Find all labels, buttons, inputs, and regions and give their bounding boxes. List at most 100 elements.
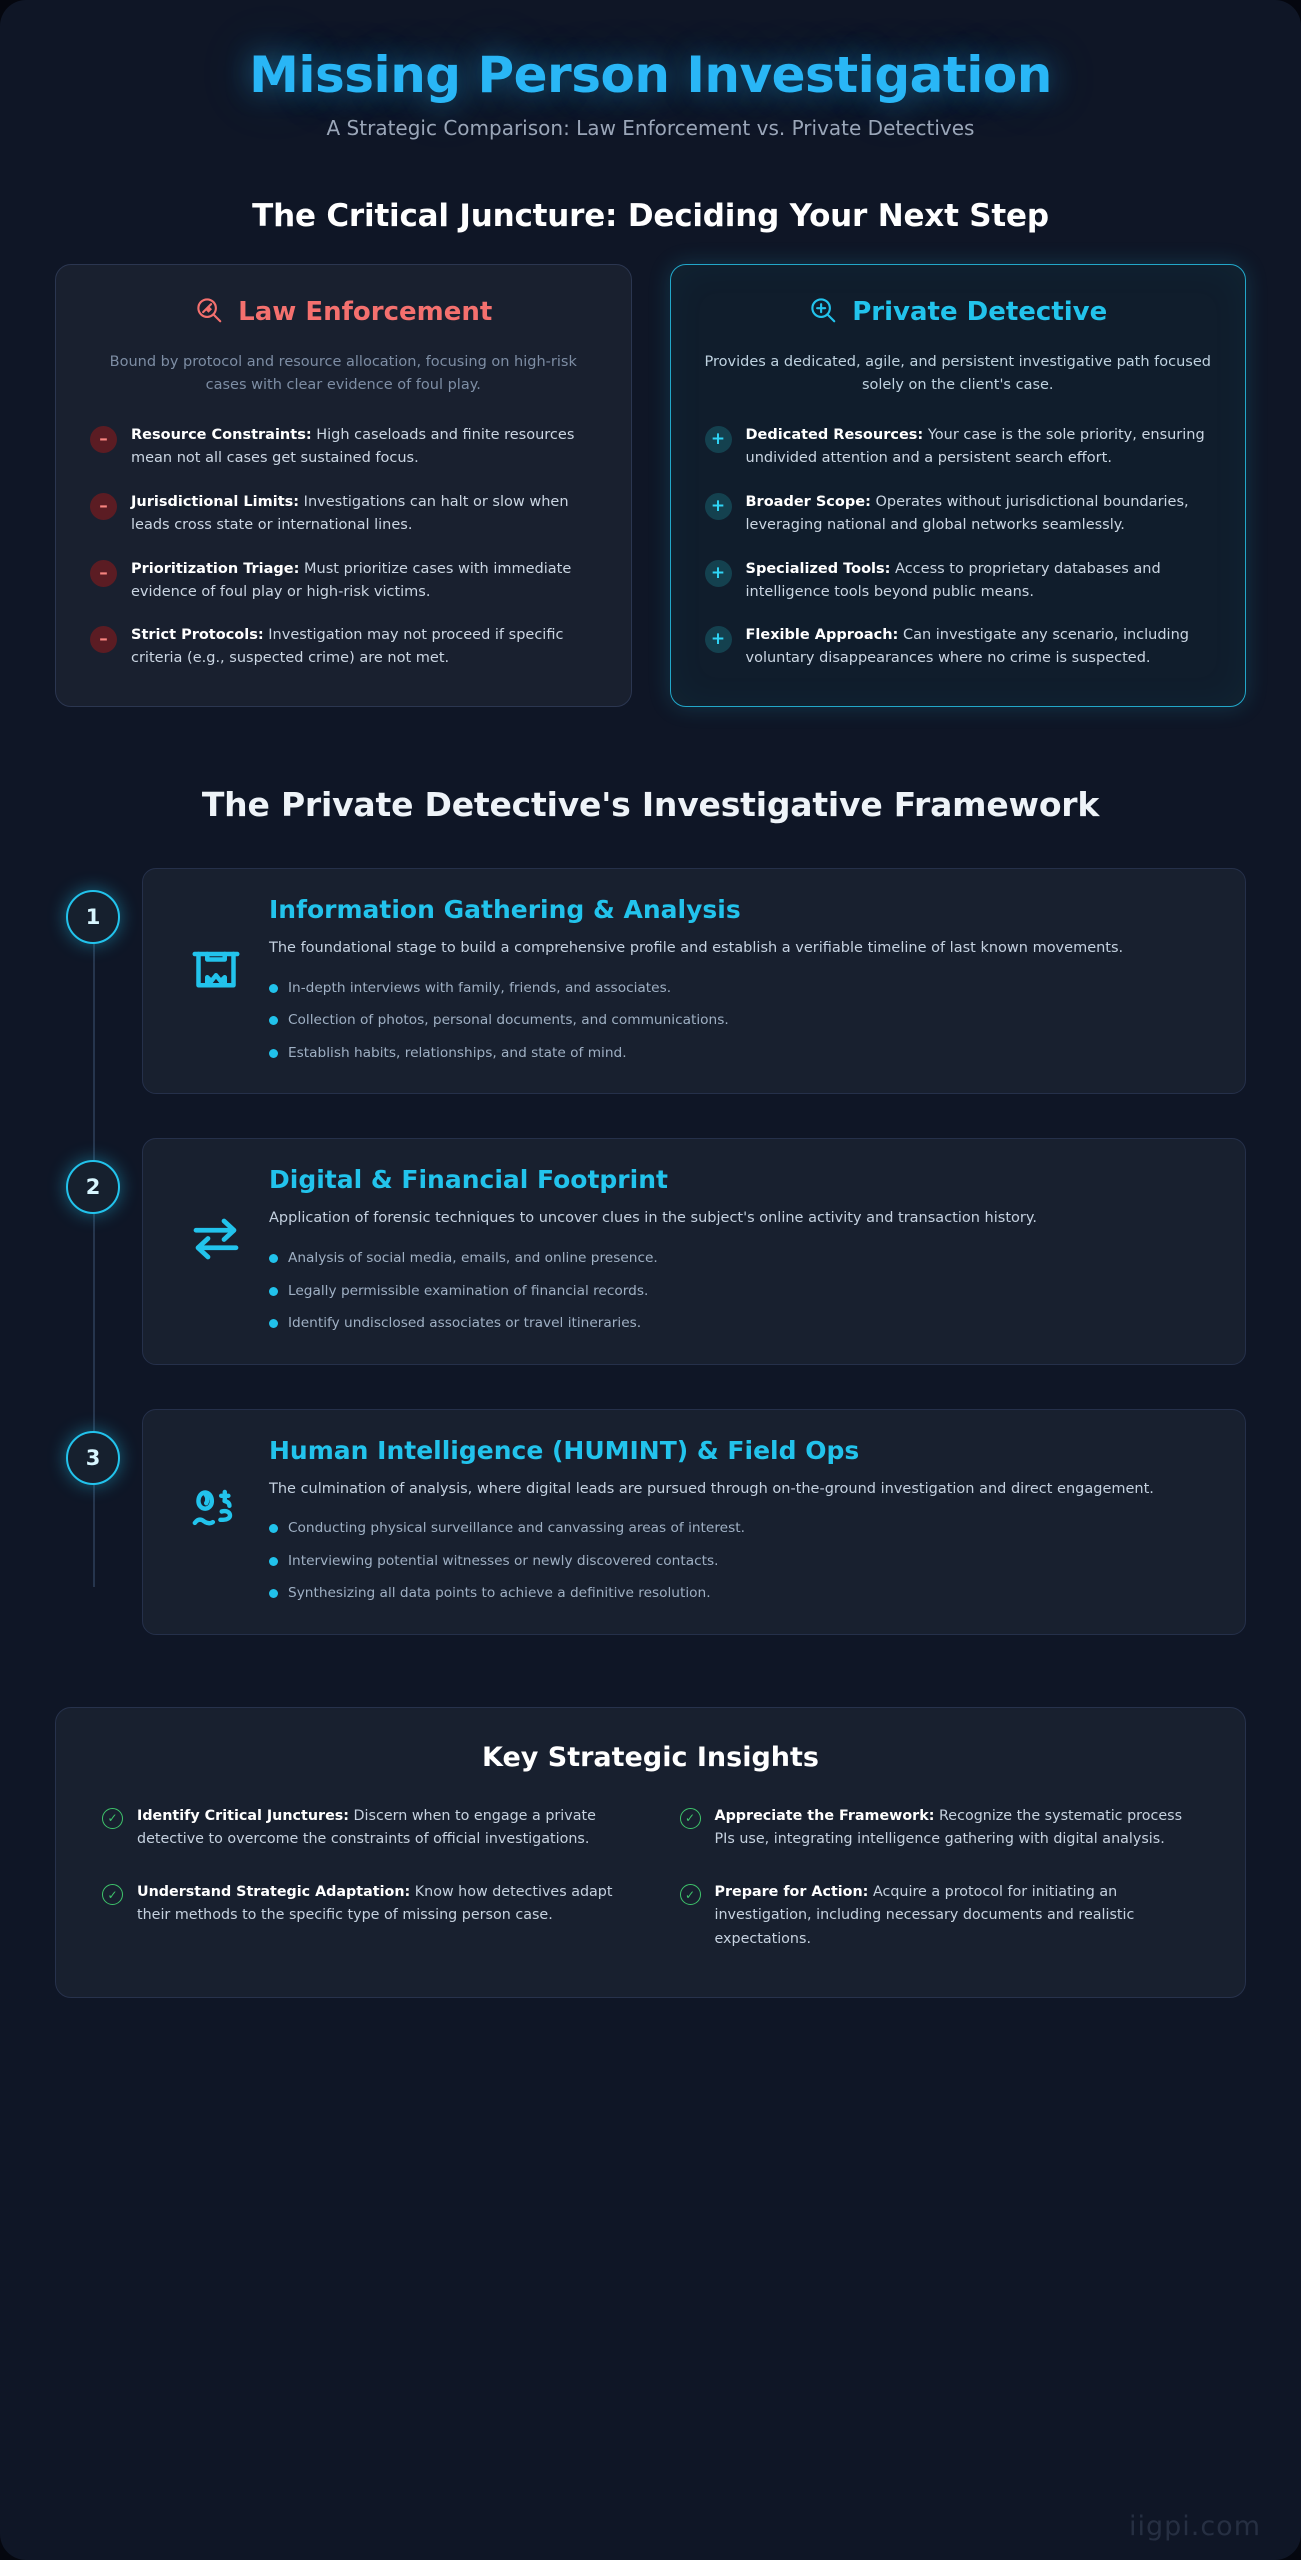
law-enforcement-header: Law Enforcement [90, 295, 597, 329]
minus-circle-icon: – [90, 626, 117, 654]
law-enforcement-title: Law Enforcement [238, 297, 493, 327]
minus-circle-icon: – [90, 492, 117, 520]
list-item: – Prioritization Triage: Must prioritize… [90, 558, 597, 604]
comparison-section: Law Enforcement Bound by protocol and re… [0, 264, 1301, 708]
insight-text: Recognize the systematic process PIs use… [714, 1807, 1183, 1848]
bullet-dot-icon [269, 983, 278, 993]
private-detective-header: Private Detective [705, 295, 1212, 329]
bullet-text: Synthesizing all data points to achieve … [288, 1585, 711, 1602]
list-item: – Strict Protocols: Investigation may no… [90, 624, 597, 670]
step-body: Human Intelligence (HUMINT) & Field Ops … [263, 1436, 1215, 1604]
point-label: Resource Constraints: [131, 426, 312, 443]
point-label: Specialized Tools: [745, 560, 891, 577]
insight-label: Identify Critical Junctures: [137, 1807, 349, 1824]
private-detective-title: Private Detective [852, 297, 1108, 327]
list-item: – Jurisdictional Limits: Investigations … [90, 491, 597, 537]
timeline-rail [93, 902, 95, 1587]
point-label: Prioritization Triage: [131, 560, 300, 577]
list-item: Interviewing potential witnesses or newl… [269, 1551, 1215, 1572]
step-title: Information Gathering & Analysis [269, 895, 741, 925]
list-item: Establish habits, relationships, and sta… [269, 1043, 1215, 1064]
plus-circle-icon: + [704, 626, 732, 654]
step-description: Application of forensic techniques to un… [269, 1210, 1037, 1227]
bullet-dot-icon [269, 1589, 278, 1599]
plus-circle-icon: + [704, 492, 732, 520]
insight-text: Know how detectives adapt their methods … [137, 1884, 613, 1924]
bullet-text: Collection of photos, personal documents… [288, 1012, 729, 1029]
point-label: Strict Protocols: [131, 627, 264, 644]
bullet-dot-icon [269, 1048, 278, 1058]
step-body: Information Gathering & Analysis The fou… [263, 895, 1215, 1063]
list-item: + Broader Scope: Operates without jurisd… [704, 491, 1212, 537]
list-item: – Resource Constraints: High caseloads a… [90, 424, 597, 470]
bullet-text: Interviewing potential witnesses or newl… [288, 1552, 719, 1569]
bullet-dot-icon [269, 1016, 278, 1026]
two-people-icon [173, 1436, 259, 1542]
step-title: Digital & Financial Footprint [269, 1165, 668, 1195]
point-text: Investigation may not proceed if specifi… [131, 627, 564, 667]
point-label: Broader Scope: [745, 493, 871, 510]
point-text: Your case is the sole priority, ensuring… [745, 426, 1205, 466]
bullet-text: Establish habits, relationships, and sta… [288, 1044, 627, 1061]
bullet-text: Legally permissible examination of finan… [288, 1282, 649, 1299]
plus-circle-icon: + [704, 425, 732, 453]
list-item: + Flexible Approach: Can investigate any… [704, 624, 1212, 670]
insights-heading: Key Strategic Insights [482, 1741, 819, 1773]
step-number: 1 [66, 890, 120, 945]
point-label: Jurisdictional Limits: [131, 493, 300, 510]
minus-circle-icon: – [90, 559, 117, 587]
bullet-text: Analysis of social media, emails, and on… [288, 1250, 658, 1267]
insight-text: Discern when to engage a private detecti… [137, 1807, 596, 1848]
insight-item: ✓ Understand Strategic Adaptation: Know … [102, 1881, 622, 1950]
bullet-dot-icon [269, 1556, 278, 1566]
point-text: Investigations can halt or slow when lea… [131, 493, 569, 533]
private-detective-description: Provides a dedicated, agile, and persist… [704, 354, 1211, 394]
key-insights-section: Key Strategic Insights ✓ Identify Critic… [55, 1706, 1246, 1998]
check-circle-icon: ✓ [679, 1884, 701, 1906]
law-enforcement-card: Law Enforcement Bound by protocol and re… [55, 264, 632, 708]
framework-step: 2 Digital & Financial Footprint Applicat… [55, 1138, 1246, 1365]
list-item: Collection of photos, personal documents… [269, 1010, 1215, 1031]
bullet-dot-icon [269, 1254, 278, 1264]
step-number: 2 [66, 1160, 120, 1215]
list-item: Synthesizing all data points to achieve … [269, 1583, 1215, 1604]
insight-label: Appreciate the Framework: [714, 1807, 935, 1824]
step-card: Human Intelligence (HUMINT) & Field Ops … [142, 1408, 1246, 1635]
bullet-text: Identify undisclosed associates or trave… [288, 1315, 642, 1332]
watermark: iigpi.com [1128, 2511, 1261, 2542]
law-enforcement-description: Bound by protocol and resource allocatio… [109, 354, 577, 394]
point-text: Must prioritize cases with immediate evi… [131, 560, 572, 600]
step-title: Human Intelligence (HUMINT) & Field Ops [269, 1435, 860, 1465]
point-text: High caseloads and finite resources mean… [131, 426, 575, 466]
hero-header: Missing Person Investigation A Strategic… [0, 0, 1301, 146]
magnifier-plus-icon [808, 295, 838, 329]
list-item: Identify undisclosed associates or trave… [269, 1313, 1215, 1334]
list-item: + Specialized Tools: Access to proprieta… [704, 558, 1212, 604]
page-subtitle: A Strategic Comparison: Law Enforcement … [326, 116, 975, 140]
step-body: Digital & Financial Footprint Applicatio… [263, 1165, 1215, 1333]
point-label: Flexible Approach: [745, 627, 899, 644]
framework-heading: The Private Detective's Investigative Fr… [201, 785, 1100, 825]
insight-item: ✓ Appreciate the Framework: Recognize th… [679, 1805, 1200, 1851]
step-card: Digital & Financial Footprint Applicatio… [142, 1138, 1246, 1365]
insight-item: ✓ Identify Critical Junctures: Discern w… [102, 1805, 622, 1851]
insights-grid: ✓ Identify Critical Junctures: Discern w… [102, 1805, 1199, 1951]
comparison-heading: The Critical Juncture: Deciding Your Nex… [252, 198, 1049, 234]
plus-circle-icon: + [704, 559, 732, 587]
private-detective-card: Private Detective Provides a dedicated, … [669, 264, 1246, 708]
step-bullets: Conducting physical surveillance and can… [269, 1518, 1215, 1604]
step-bullets: In-depth interviews with family, friends… [269, 978, 1215, 1064]
list-item: In-depth interviews with family, friends… [269, 978, 1215, 999]
magnifier-blocked-icon [194, 295, 224, 329]
check-circle-icon: ✓ [102, 1884, 123, 1906]
list-item: Legally permissible examination of finan… [269, 1281, 1215, 1302]
exchange-arrows-icon [173, 1165, 259, 1269]
insight-label: Understand Strategic Adaptation: [137, 1884, 411, 1901]
point-text: Can investigate any scenario, including … [745, 627, 1189, 667]
step-bullets: Analysis of social media, emails, and on… [269, 1248, 1215, 1334]
point-text: Operates without jurisdictional boundari… [745, 493, 1189, 533]
point-text: Access to proprietary databases and inte… [745, 560, 1161, 600]
law-enforcement-points: – Resource Constraints: High caseloads a… [90, 424, 597, 670]
step-description: The foundational stage to build a compre… [269, 940, 1124, 957]
